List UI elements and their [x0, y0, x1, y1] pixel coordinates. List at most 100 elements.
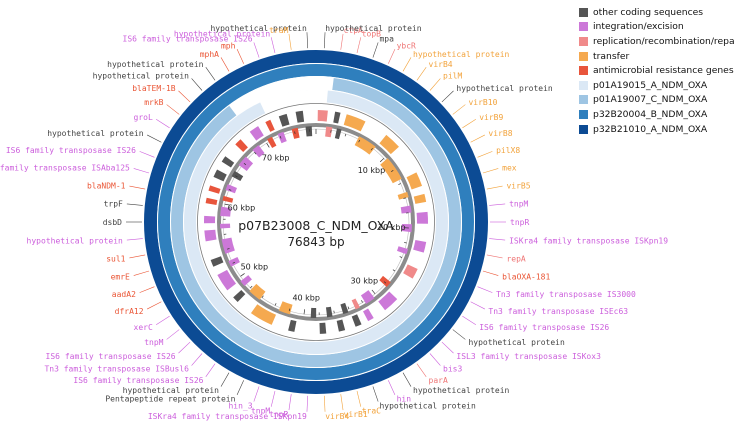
label-leader [402, 57, 412, 72]
gene-label: pilM [443, 71, 462, 80]
gene-feature [240, 275, 252, 287]
tick-label: 30 kbp [351, 277, 379, 286]
gene-label: IS6 family transposase IS26 [6, 146, 136, 155]
gene-label: IS30 family transposase ISAba125 [0, 163, 130, 172]
label-leader [146, 134, 162, 143]
legend-label: replication/recombination/repair [593, 35, 735, 47]
gene-feature [249, 126, 264, 141]
gene-feature [340, 302, 349, 315]
tick-mark [224, 203, 230, 206]
gene-feature [213, 169, 227, 182]
legend-label: p01A19015_A_NDM_OXA [593, 79, 708, 91]
legend-swatch [579, 95, 588, 105]
legend-item: p01A19015_A_NDM_OXA [579, 78, 735, 93]
tick-mark [403, 197, 406, 199]
label-leader [146, 301, 162, 310]
plasmid-title: p07B23008_C_NDM_OXA [238, 218, 394, 233]
legend-item: p32B21010_A_NDM_OXA [579, 122, 735, 137]
gene-feature [406, 172, 423, 190]
gene-label: hypothetical protein [123, 386, 220, 395]
tick-mark [226, 248, 230, 250]
label-leader [166, 329, 180, 340]
gene-feature [378, 291, 398, 311]
tick-mark [294, 131, 296, 135]
label-leader [486, 254, 503, 259]
label-leader [178, 90, 191, 103]
label-leader [429, 353, 441, 366]
gene-label: hypothetical protein [47, 129, 144, 138]
gene-feature [225, 184, 237, 194]
gene-feature [336, 319, 346, 332]
label-leader [178, 341, 191, 354]
tick-mark [250, 285, 253, 289]
gene-feature [278, 113, 290, 127]
legend-swatch [579, 51, 588, 61]
label-leader [482, 168, 499, 174]
gene-feature [354, 136, 376, 155]
gene-label: aadA2 [112, 290, 136, 299]
ring-p32B21010 [144, 50, 488, 394]
label-leader [155, 315, 170, 325]
gene-label: ctpA [344, 26, 363, 35]
gene-label: parA [429, 376, 448, 385]
label-leader [155, 119, 170, 129]
gene-feature [228, 257, 240, 267]
label-leader [489, 238, 506, 241]
gene-label: IS6 family transposase IS26 [123, 35, 253, 44]
gene-feature [343, 114, 366, 132]
gene-feature [249, 283, 266, 300]
legend-item: replication/recombination/repair [579, 34, 735, 49]
tick-mark [361, 300, 363, 303]
gene-label: mph [221, 42, 236, 51]
label-leader [126, 203, 143, 206]
legend-label: p32B21010_A_NDM_OXA [593, 123, 708, 135]
label-leader [270, 37, 276, 53]
backbone [217, 123, 415, 321]
tick-mark [391, 169, 394, 172]
label-leader [372, 42, 379, 58]
gene-label: hypothetical protein [413, 386, 510, 395]
label-leader [253, 386, 260, 402]
legend-swatch [579, 80, 588, 90]
tick-mark [266, 142, 270, 148]
gene-label: ISKra4 family transposase ISKpn19 [509, 236, 668, 245]
gene-feature [252, 145, 265, 158]
gene-feature [295, 110, 305, 123]
label-leader [270, 391, 276, 407]
label-leader [482, 270, 499, 276]
label-leader [402, 372, 412, 387]
gene-label: virB10 [468, 98, 497, 107]
gene-label: Tn3 family transposase IS3000 [496, 290, 636, 299]
gene-label: virB5 [506, 181, 530, 190]
label-leader [139, 286, 155, 293]
gene-feature [210, 256, 224, 267]
legend-item: integration/excision [579, 20, 735, 35]
tick-mark [303, 309, 306, 315]
tick-mark [240, 273, 245, 277]
gene-feature [333, 111, 341, 124]
tick-mark [404, 242, 407, 244]
gene-label: hypothetical protein [27, 236, 124, 245]
gene-label: virB9 [479, 113, 503, 122]
label-leader [416, 363, 427, 377]
legend-item: p01A19007_C_NDM_OXA [579, 93, 735, 108]
legend-swatch [579, 66, 588, 76]
label-leader [306, 395, 309, 412]
gene-label: pilX8 [496, 146, 520, 155]
gene-feature [379, 134, 399, 155]
gene-feature [416, 211, 429, 224]
label-leader [441, 341, 454, 354]
label-leader [340, 33, 344, 50]
legend-label: p01A19007_C_NDM_OXA [593, 94, 708, 106]
gene-label: mrkB [144, 98, 163, 107]
tick-mark [398, 183, 401, 185]
gene-feature [231, 170, 244, 182]
label-leader [129, 254, 146, 259]
legend-label: p32B20004_B_NDM_OXA [593, 108, 708, 120]
gene-label: hypothetical protein [93, 71, 190, 80]
gene-label: virB4 [429, 60, 453, 69]
gene-feature [233, 289, 246, 303]
gene-label: topB [362, 29, 381, 38]
